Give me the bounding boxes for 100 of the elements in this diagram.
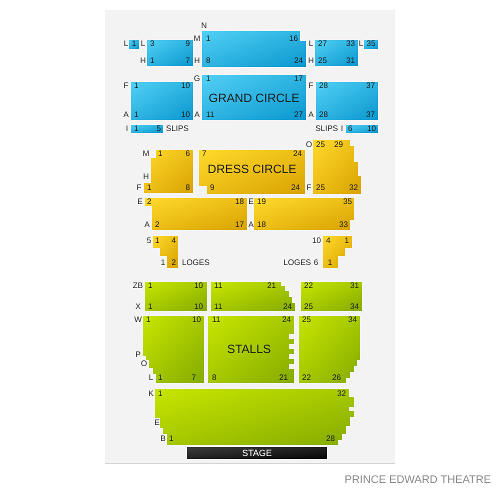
row-letter: L: [124, 40, 128, 48]
seat-number: 32: [349, 184, 358, 192]
seat-number: 29: [334, 141, 343, 149]
seat-number: 9: [186, 40, 190, 48]
seat-number: 1: [148, 282, 152, 290]
row-letter: H: [194, 57, 200, 65]
seat-number: 34: [348, 316, 357, 324]
seat-number: 7: [192, 374, 196, 382]
seat-number: 10: [181, 111, 190, 119]
seating-block: [155, 389, 354, 445]
seat-number: 19: [257, 198, 266, 206]
row-letter: F: [306, 184, 312, 192]
seating-block: [323, 236, 352, 268]
row-letter: L: [148, 374, 154, 382]
row-letter: X: [135, 303, 141, 311]
seating-block: [346, 125, 378, 133]
seating-block: [202, 31, 306, 67]
row-letter: 1: [160, 259, 166, 267]
row-letter: E: [154, 419, 160, 427]
stage-bar: [187, 447, 327, 459]
row-letter: I: [126, 125, 128, 133]
seat-number: 11: [214, 282, 222, 290]
seat-number: 6: [186, 150, 190, 158]
seat-number: 1: [158, 150, 162, 158]
row-letter: B: [160, 435, 166, 443]
seat-number: 28: [319, 82, 328, 90]
row-letter: ZB: [132, 282, 143, 290]
row-letter: A: [194, 111, 200, 119]
row-letter: F: [136, 184, 142, 192]
seating-block: [129, 40, 139, 49]
seat-number: 25: [304, 303, 313, 311]
row-letter: 10: [312, 237, 321, 245]
seating-block: [313, 140, 361, 194]
seat-number: 4: [172, 237, 176, 245]
seat-number: 16: [289, 35, 298, 43]
seat-number: 8: [212, 374, 216, 382]
row-letter: A: [308, 111, 314, 119]
seat-number: 33: [346, 40, 355, 48]
seating-block: [145, 198, 247, 230]
seat-number: 1: [148, 303, 152, 311]
seat-number: 25: [316, 141, 325, 149]
seating-block: [131, 125, 163, 133]
seat-number: 2: [155, 221, 160, 229]
seating-block: [131, 82, 193, 120]
row-letter: I: [340, 125, 344, 133]
seat-number: 1: [132, 40, 136, 48]
seating-block: [301, 282, 362, 311]
row-letter: A: [123, 111, 129, 119]
seating-block: [147, 40, 193, 66]
seat-number: 24: [282, 316, 291, 324]
seat-number: 28: [326, 435, 335, 443]
seat-number: 28: [319, 111, 328, 119]
row-letter: M: [142, 150, 150, 158]
seat-number: 27: [294, 111, 303, 119]
seat-number: 25: [302, 316, 311, 324]
seat-number: 17: [235, 221, 244, 229]
area-label: SLIPS: [166, 125, 189, 133]
seat-number: 24: [291, 184, 300, 192]
seating-block: [211, 282, 295, 311]
seat-number: 11: [212, 316, 220, 324]
seat-number: 3: [150, 40, 154, 48]
row-letter: G: [194, 75, 200, 83]
stage-label: STAGE: [242, 448, 272, 458]
seat-number: 22: [302, 374, 311, 382]
seat-number: 5: [156, 125, 161, 133]
seat-number: 27: [318, 40, 327, 48]
seat-number: 24: [294, 57, 303, 65]
seat-number: 37: [366, 111, 375, 119]
seat-number: 1: [344, 237, 349, 245]
seat-number: 1: [134, 82, 138, 90]
seating-block: [202, 75, 306, 120]
row-letter: O: [140, 360, 148, 368]
seat-number: 35: [366, 40, 376, 48]
seat-number: 7: [186, 57, 190, 65]
row-letter: F: [308, 82, 314, 90]
row-letter: F: [124, 82, 128, 90]
seating-block: [316, 82, 378, 120]
seat-number: 25: [316, 184, 325, 192]
seat-number: 22: [304, 282, 313, 290]
seating-block: [254, 198, 354, 230]
seat-number: 31: [350, 282, 359, 290]
area-label: LOGES: [182, 259, 210, 267]
seat-number: 1: [158, 390, 162, 398]
seat-number: 1: [134, 125, 138, 133]
seat-number: 2: [147, 198, 152, 206]
seating-block: [144, 150, 193, 193]
row-letter: P: [135, 351, 141, 359]
seat-number: 26: [332, 374, 341, 382]
seat-number: 1: [150, 57, 154, 65]
seating-block: [208, 316, 294, 383]
seating-block: [364, 40, 378, 49]
row-letter: N: [201, 22, 207, 30]
seat-number: 1: [146, 316, 150, 324]
seating-block: [143, 316, 204, 383]
row-letter: H: [308, 57, 314, 65]
seating-block: [315, 40, 358, 66]
seat-number: 21: [267, 282, 276, 290]
seat-number: 25: [318, 57, 327, 65]
seat-number: 9: [210, 184, 214, 192]
section-name: GRAND CIRCLE: [208, 92, 300, 104]
